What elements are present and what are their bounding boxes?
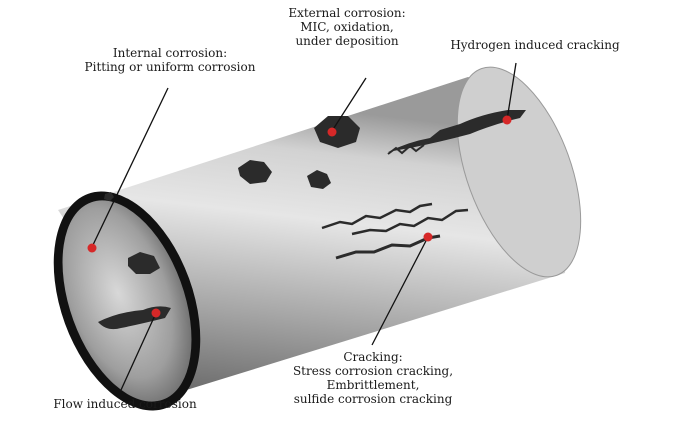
external-corrosion-spot [314, 116, 360, 148]
leader-flow [120, 312, 157, 391]
inner-pit-large [128, 252, 160, 274]
marker-external [327, 127, 337, 137]
label-cracking: Cracking: Stress corrosion cracking, Emb… [288, 350, 458, 406]
label-cracking-title: Cracking: [343, 350, 403, 364]
label-external-corrosion: External corrosion: MIC, oxidation, unde… [282, 6, 412, 48]
label-hydrogen-title: Hydrogen induced cracking [450, 38, 620, 52]
external-pit-2 [307, 170, 331, 189]
label-external-title: External corrosion: [288, 6, 406, 20]
label-cracking-detail-1: Stress corrosion cracking, [292, 364, 454, 378]
hydrogen-crack-tail [387, 144, 425, 155]
label-cracking-detail-3: sulfide corrosion cracking [293, 392, 453, 406]
label-flow-corrosion: Flow induced corrosion [40, 397, 210, 411]
marker-cracking [423, 232, 433, 242]
label-hydrogen-cracking: Hydrogen induced cracking [440, 38, 630, 52]
label-internal-title: Internal corrosion: [112, 46, 228, 60]
hydrogen-crack [388, 110, 526, 152]
label-flow-title: Flow induced corrosion [53, 397, 197, 411]
stress-crack-1 [321, 202, 433, 230]
label-internal-corrosion: Internal corrosion: Pitting or uniform c… [70, 46, 270, 74]
leader-internal [91, 87, 169, 248]
leader-hydrogen [506, 62, 517, 121]
marker-hydrogen [502, 115, 512, 125]
label-cracking-detail-2: Embrittlement, [326, 378, 420, 392]
leader-external [331, 77, 367, 132]
external-pit-1 [238, 160, 272, 184]
label-external-detail-1: MIC, oxidation, [300, 20, 394, 34]
stress-crack-2 [351, 208, 469, 236]
label-external-detail-2: under deposition [295, 34, 399, 48]
marker-flow [151, 308, 161, 318]
leader-cracking [371, 236, 429, 346]
label-internal-detail: Pitting or uniform corrosion [84, 60, 256, 74]
inner-pit-small [104, 192, 114, 201]
marker-internal [87, 243, 97, 253]
